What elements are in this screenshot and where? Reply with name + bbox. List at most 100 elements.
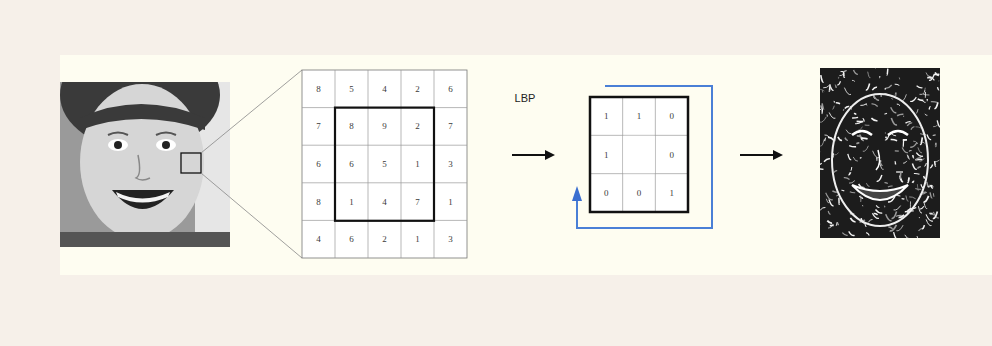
neighbourhood-border bbox=[335, 108, 434, 221]
texture-stroke bbox=[879, 76, 881, 77]
texture-stroke bbox=[877, 175, 882, 181]
texture-stroke bbox=[899, 77, 901, 79]
texture-stroke bbox=[894, 232, 898, 238]
texture-stroke bbox=[828, 224, 833, 228]
texture-stroke bbox=[872, 104, 878, 107]
texture-stroke bbox=[910, 97, 916, 101]
texture-stroke bbox=[924, 196, 929, 202]
texture-stroke bbox=[838, 223, 839, 225]
pixel-value: 8 bbox=[302, 197, 335, 207]
texture-stroke bbox=[931, 101, 938, 103]
texture-stroke bbox=[928, 185, 933, 187]
texture-stroke bbox=[885, 85, 891, 88]
binary-value: 0 bbox=[623, 188, 656, 198]
pixel-value: 2 bbox=[401, 121, 434, 131]
pixel-value: 1 bbox=[434, 197, 467, 207]
pupil-right bbox=[162, 141, 170, 149]
texture-stroke bbox=[841, 190, 844, 192]
texture-stroke bbox=[850, 218, 855, 222]
texture-stroke bbox=[841, 70, 847, 72]
texture-stroke bbox=[850, 192, 855, 193]
texture-stroke bbox=[832, 191, 837, 192]
texture-stroke bbox=[895, 84, 900, 85]
texture-stroke bbox=[938, 80, 939, 81]
texture-stroke bbox=[920, 137, 922, 144]
pixel-value: 4 bbox=[368, 197, 401, 207]
texture-stroke bbox=[916, 127, 921, 128]
texture-stroke bbox=[917, 184, 918, 191]
teeth bbox=[116, 192, 170, 203]
texture-stroke bbox=[934, 160, 939, 162]
texture-stroke bbox=[852, 80, 855, 81]
texture-stroke bbox=[820, 163, 822, 165]
texture-stroke bbox=[871, 118, 877, 121]
texture-stroke bbox=[913, 155, 914, 157]
texture-stroke bbox=[833, 101, 835, 102]
texture-stroke bbox=[910, 201, 911, 207]
texture-stroke bbox=[849, 172, 851, 174]
texture-stroke bbox=[935, 102, 938, 108]
pixel-value: 7 bbox=[302, 121, 335, 131]
texture-stroke bbox=[896, 171, 903, 172]
texture-stroke bbox=[825, 138, 826, 141]
texture-stroke bbox=[894, 162, 896, 165]
sample-window bbox=[181, 153, 201, 173]
texture-stroke bbox=[852, 117, 858, 119]
texture-stroke bbox=[894, 206, 901, 210]
texture-stroke bbox=[926, 99, 928, 100]
shirt bbox=[60, 232, 230, 247]
nose bbox=[136, 155, 150, 180]
texture-stroke bbox=[918, 147, 922, 152]
grid-line bbox=[590, 135, 688, 136]
texture-stroke bbox=[885, 132, 886, 134]
reading-order-loop bbox=[577, 86, 712, 228]
texture-stroke bbox=[919, 158, 924, 161]
texture-stroke bbox=[857, 136, 862, 137]
texture-stroke bbox=[908, 156, 910, 160]
texture-stroke bbox=[902, 148, 908, 153]
texture-stroke bbox=[912, 164, 916, 170]
arrow-shaft bbox=[740, 154, 774, 156]
texture-stroke bbox=[820, 139, 824, 146]
texture-stroke bbox=[937, 120, 940, 127]
texture-stroke bbox=[830, 225, 834, 227]
binary-border bbox=[590, 97, 688, 212]
texture-stroke bbox=[858, 127, 862, 131]
texture-stroke bbox=[938, 87, 940, 90]
texture-stroke bbox=[929, 107, 930, 110]
texture-stroke bbox=[865, 125, 870, 126]
texture-stroke bbox=[838, 198, 840, 204]
texture-stroke bbox=[906, 196, 909, 202]
texture-stroke bbox=[863, 146, 869, 152]
texture-stroke bbox=[929, 75, 934, 81]
nose-contour bbox=[876, 150, 880, 170]
grid-line bbox=[622, 97, 623, 212]
texture-stroke bbox=[828, 211, 830, 214]
lbp-ground bbox=[820, 68, 940, 238]
texture-stroke bbox=[883, 206, 885, 208]
texture-stroke bbox=[876, 210, 883, 214]
pixel-value: 9 bbox=[368, 121, 401, 131]
texture-stroke bbox=[933, 212, 938, 219]
texture-stroke bbox=[925, 92, 926, 98]
texture-stroke bbox=[836, 222, 837, 225]
eye-contour bbox=[852, 131, 908, 135]
texture-stroke bbox=[829, 84, 830, 91]
texture-stroke bbox=[891, 107, 897, 112]
texture-stroke bbox=[903, 116, 905, 117]
texture-stroke bbox=[922, 142, 924, 144]
texture-stroke bbox=[820, 207, 825, 210]
pixel-value: 4 bbox=[368, 84, 401, 94]
operator-label: LBP bbox=[505, 92, 545, 104]
texture-stroke bbox=[849, 146, 856, 147]
grid-line bbox=[401, 70, 402, 258]
texture-stroke bbox=[891, 139, 898, 140]
grid-line bbox=[302, 145, 467, 146]
texture-stroke bbox=[902, 140, 904, 147]
texture-stroke bbox=[857, 121, 864, 123]
texture-stroke bbox=[868, 219, 872, 222]
pixel-value: 8 bbox=[302, 84, 335, 94]
texture-stroke bbox=[827, 115, 829, 117]
